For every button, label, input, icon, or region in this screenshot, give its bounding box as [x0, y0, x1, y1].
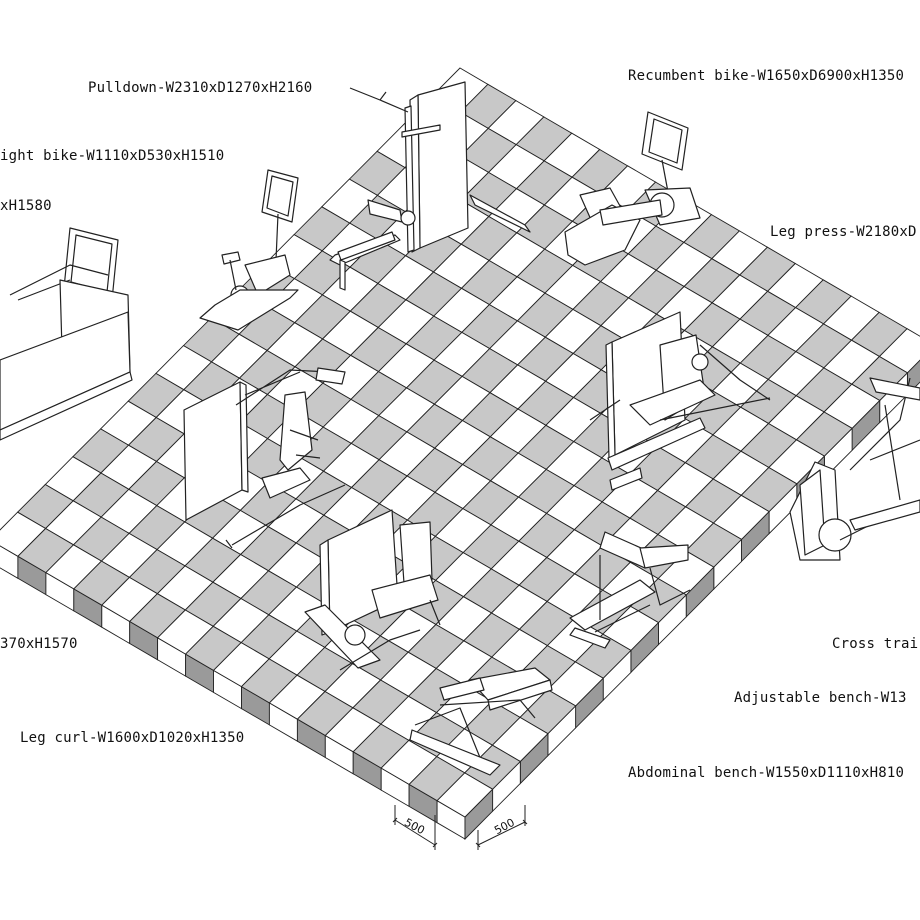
chest-press-machine: [183, 367, 346, 549]
label-cross-trainer: Cross trai: [832, 636, 919, 652]
label-treadmill: xH1580: [0, 198, 52, 214]
floor-thickness-edge: [0, 359, 920, 841]
label-pulldown: Pulldown-W2310xD1270xH2160: [88, 80, 313, 96]
treadmill: [0, 227, 133, 441]
dimension-lines: [392, 805, 528, 850]
label-leg-curl: Leg curl-W1600xD1020xH1350: [20, 730, 245, 746]
cross-trainer: [789, 377, 920, 561]
abdominal-bench: [409, 667, 553, 776]
adjustable-bench: [569, 531, 691, 649]
floor-tile: [436, 772, 494, 818]
leg-curl-machine: [304, 509, 441, 671]
label-leg-press: Leg press-W2180xD: [770, 224, 917, 240]
label-recumbent-bike: Recumbent bike-W1650xD6900xH1350: [628, 68, 905, 84]
upright-bike: [199, 169, 299, 331]
pulldown-machine: [329, 81, 531, 291]
label-abdominal-bench: Abdominal bench-W1550xD1110xH810: [628, 765, 905, 781]
label-adjustable-bench: Adjustable bench-W13: [734, 690, 907, 706]
label-chest-press: 370xH1570: [0, 636, 78, 652]
label-upright-bike: ight bike-W1110xD530xH1510: [0, 148, 225, 164]
leg-press-machine: [589, 311, 771, 491]
recumbent-bike: [564, 111, 701, 266]
